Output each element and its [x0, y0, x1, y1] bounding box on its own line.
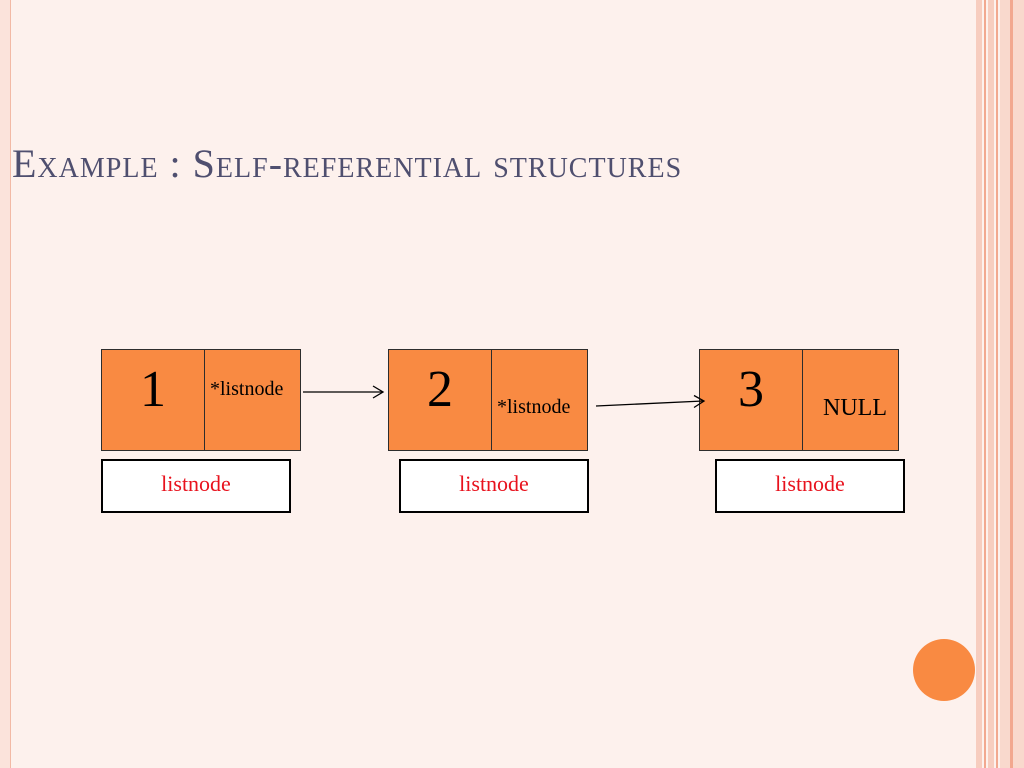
slide-title: Example : Self-referential structures [12, 141, 683, 186]
node-value: 2 [427, 361, 453, 418]
arrow-node2-to-node3 [595, 394, 706, 409]
node-label-box: listnode [715, 459, 905, 513]
node-divider [204, 350, 205, 450]
arrow-node1-to-node2 [303, 385, 385, 399]
list-node-1: 1 *listnode [101, 349, 301, 451]
right-stripe-decoration [984, 0, 986, 768]
null-pointer-text: NULL [823, 395, 887, 421]
node-divider [491, 350, 492, 450]
node-label-box: listnode [399, 459, 589, 513]
right-stripe-decoration [976, 0, 982, 768]
right-stripe-decoration [996, 0, 998, 768]
left-border-decoration [0, 0, 11, 768]
list-node-3: 3 NULL [699, 349, 899, 451]
node-label-box: listnode [101, 459, 291, 513]
node-value: 3 [738, 361, 764, 418]
node-pointer: *listnode [210, 378, 284, 400]
list-node-2: 2 *listnode [388, 349, 588, 451]
right-stripe-decoration [988, 0, 994, 768]
right-stripe-decoration [1010, 0, 1013, 768]
node-pointer: *listnode [497, 396, 571, 418]
decorative-circle [913, 639, 975, 701]
node-divider [802, 350, 803, 450]
node-value: 1 [140, 361, 166, 418]
